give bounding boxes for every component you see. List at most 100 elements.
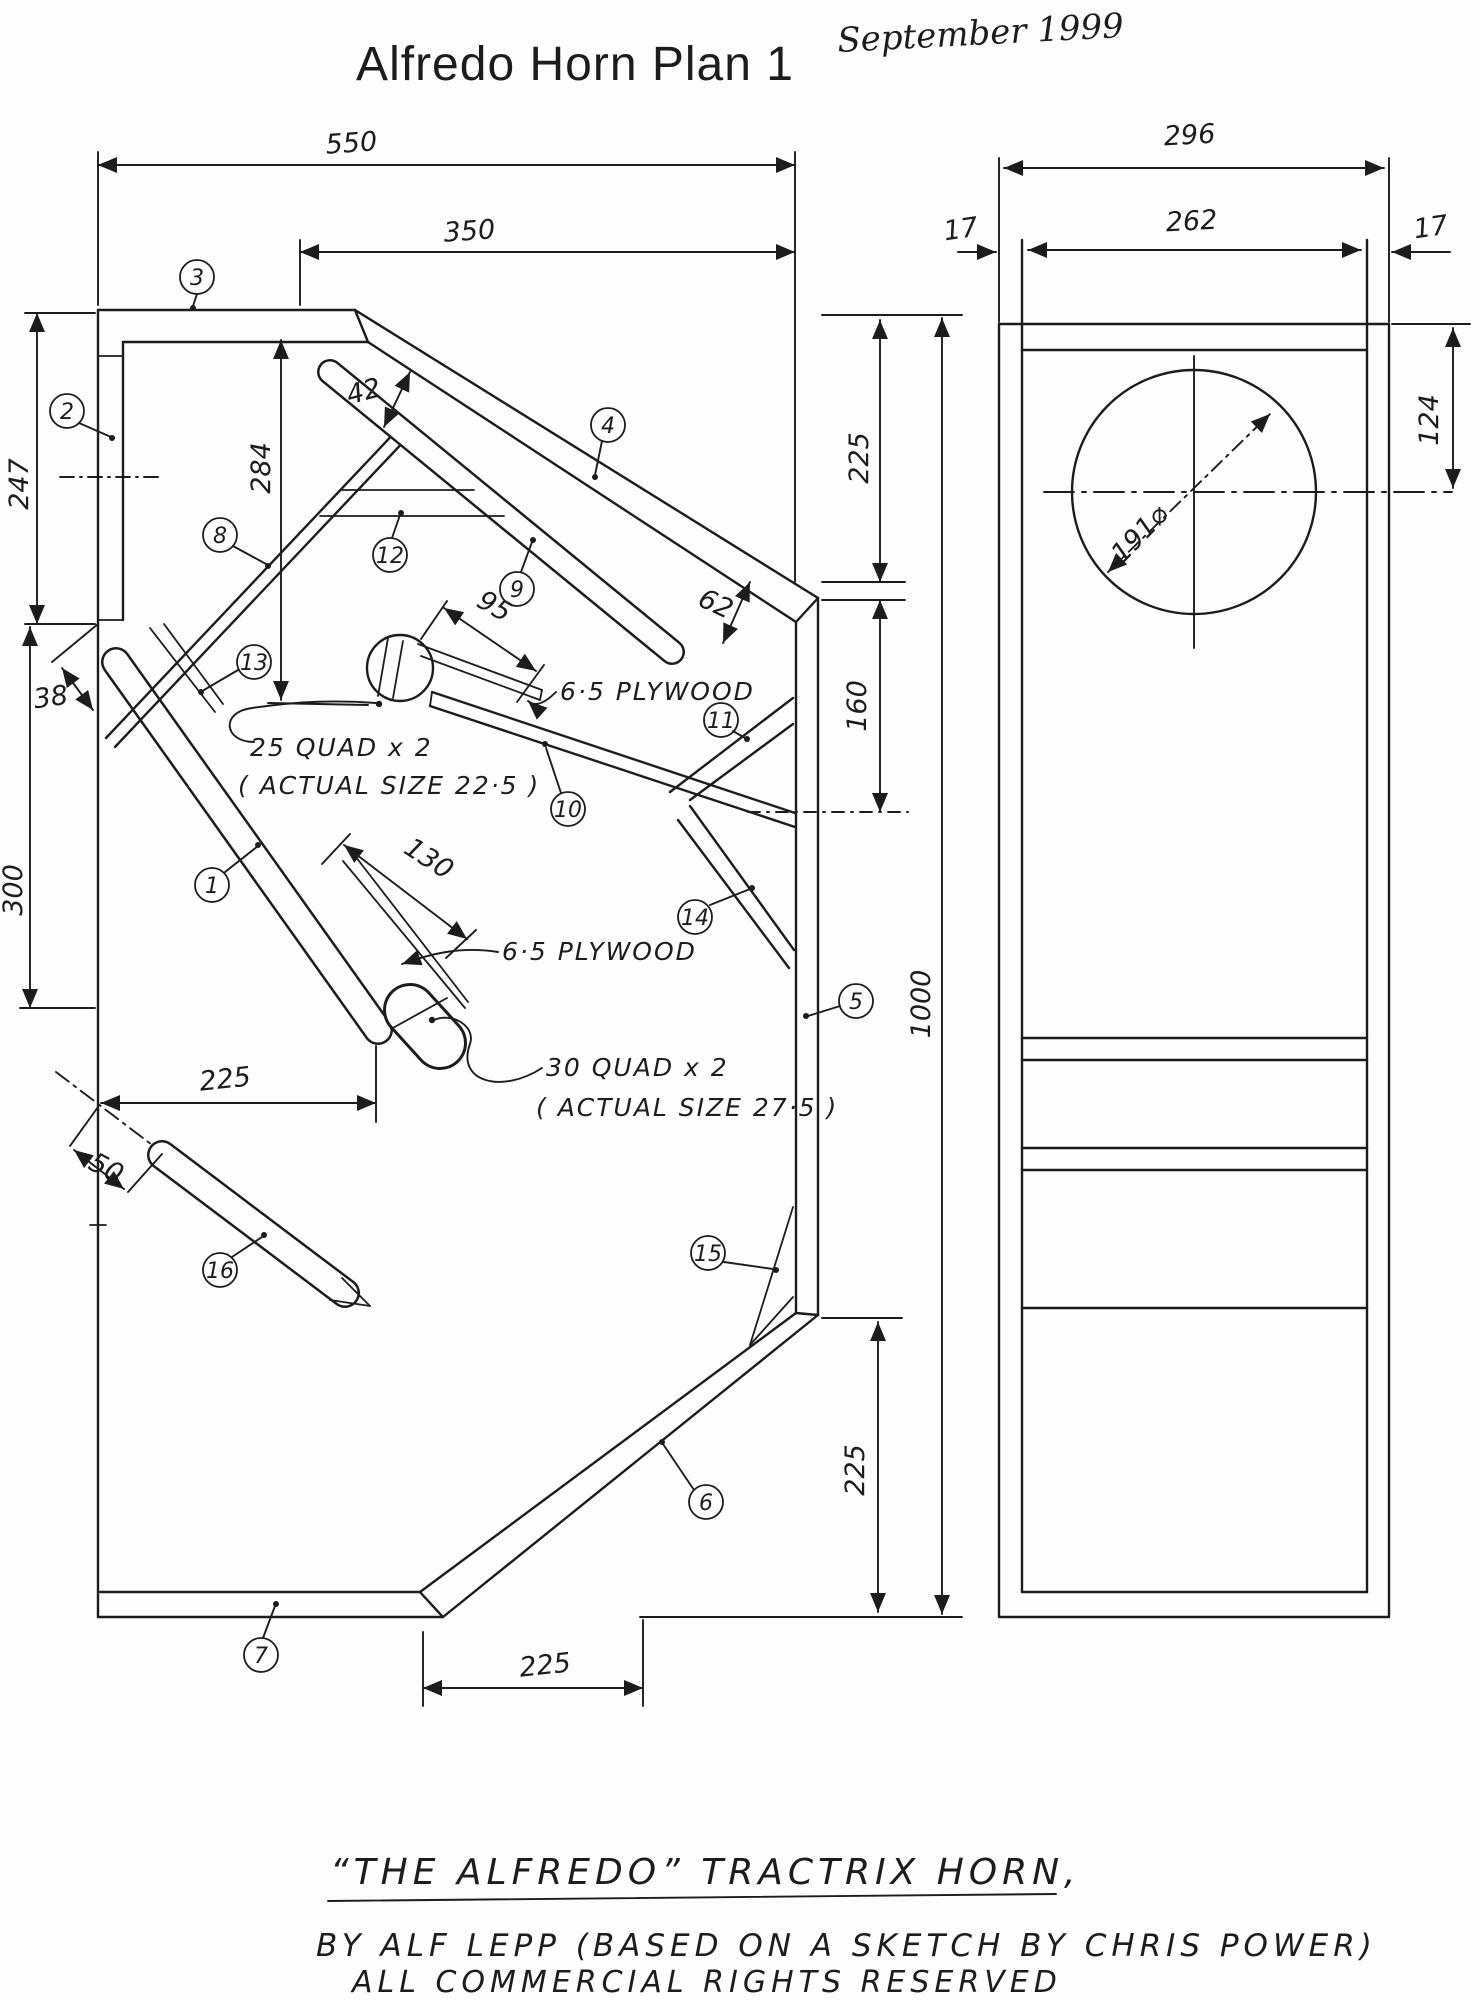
dim-38: 38	[32, 623, 99, 715]
panel-10-cap	[429, 691, 433, 707]
part-badge-14: 14	[677, 885, 755, 935]
note-quad30-line2: ( ACTUAL SIZE 27·5 )	[536, 1093, 838, 1122]
svg-text:284: 284	[246, 442, 277, 494]
quad-25-divider-2	[392, 640, 404, 699]
panel-1-core	[103, 649, 391, 1043]
svg-text:62: 62	[693, 583, 737, 626]
svg-text:247: 247	[4, 458, 35, 510]
dim-160: 160	[747, 599, 909, 813]
part-badge-8: 8	[202, 517, 271, 569]
panel-13-edge-1	[149, 627, 216, 713]
svg-text:130: 130	[399, 832, 459, 886]
svg-text:225: 225	[518, 1647, 573, 1683]
footer-line-2: BY ALF LEPP (BASED ON A SKETCH BY CHRIS …	[316, 1928, 1377, 1964]
panel-10-edge-1	[430, 690, 797, 815]
dim-550: 550	[97, 126, 796, 583]
dim-350: 350	[299, 214, 796, 306]
bottom-corner-joint	[418, 1590, 445, 1619]
driver-hole-diameter-line	[1107, 413, 1271, 573]
svg-text:3: 3	[190, 266, 204, 291]
quad-30-core	[386, 986, 464, 1067]
svg-text:124: 124	[1414, 394, 1445, 446]
footer-text: “THE ALFREDO” TRACTRIX HORN, BY ALF LEPP…	[316, 1852, 1377, 2000]
svg-text:2: 2	[60, 400, 74, 425]
svg-text:5: 5	[849, 990, 863, 1015]
note-quad30-line1: 30 QUAD x 2	[546, 1053, 729, 1082]
dim-262: 262	[1027, 205, 1362, 258]
part-badge-16: 16	[202, 1232, 267, 1288]
svg-text:10: 10	[554, 798, 582, 823]
panel-14-edge-1	[688, 804, 796, 952]
svg-text:13: 13	[240, 651, 268, 676]
part-badge-10: 10	[542, 741, 586, 827]
dim-296: 296	[998, 119, 1390, 323]
quad-30-divider	[390, 997, 448, 1030]
dim-17-left: 17	[942, 212, 997, 260]
svg-text:4: 4	[601, 414, 615, 439]
svg-text:17: 17	[1412, 210, 1450, 245]
part-badge-3: 3	[179, 259, 215, 311]
dim-225-mouth: 225	[100, 1045, 377, 1123]
svg-text:8: 8	[213, 524, 227, 549]
part-badge-7: 7	[243, 1601, 279, 1673]
svg-text:262: 262	[1165, 205, 1218, 239]
svg-text:550: 550	[325, 126, 379, 161]
panel-14-edge-2	[676, 818, 791, 970]
panel-16-core	[149, 1142, 358, 1306]
svg-text:17: 17	[942, 212, 980, 247]
part-badge-15: 15	[690, 1235, 779, 1273]
part-badge-1: 1	[194, 842, 261, 903]
note-plywood-lower: 6·5 PLYWOOD	[502, 937, 697, 966]
note-plywood-upper: 6·5 PLYWOOD	[560, 677, 755, 706]
svg-text:1: 1	[205, 874, 219, 899]
bottom-diagonal-inner	[418, 1311, 798, 1594]
svg-text:38: 38	[32, 680, 70, 715]
svg-text:11: 11	[707, 709, 735, 734]
part-badge-13: 13	[198, 644, 272, 695]
footer-line-3: ALL COMMERCIAL RIGHTS RESERVED	[350, 1965, 1062, 2000]
part-badge-12: 12	[372, 510, 408, 573]
note-plywood-upper-leader	[527, 691, 557, 720]
panel-8-edge-1	[104, 426, 401, 740]
date-annotation: September 1999	[836, 6, 1124, 61]
dim-1000: 1000	[639, 317, 963, 1618]
dim-124: 124	[1391, 323, 1471, 489]
front-outline	[997, 322, 1391, 1619]
part-badge-2: 2	[49, 393, 115, 441]
svg-text:9: 9	[510, 578, 524, 603]
dim-hole-dia: 191⌀	[1105, 498, 1175, 569]
throat-ply-cap	[539, 689, 543, 701]
dim-225-bottom: 225	[422, 1619, 644, 1707]
panel-15-edge-2	[749, 1296, 794, 1346]
panel-16-tip-1	[341, 1277, 371, 1307]
part-badge-9: 9	[499, 537, 536, 607]
knee-joint-top	[794, 596, 820, 624]
svg-text:7: 7	[254, 1644, 268, 1669]
note-quad30-dot	[428, 1016, 436, 1024]
svg-text:14: 14	[681, 906, 709, 931]
svg-text:225: 225	[198, 1061, 253, 1097]
svg-text:15: 15	[694, 1242, 722, 1267]
knee-joint-bottom	[794, 1311, 820, 1317]
dim-17-right: 17	[1391, 210, 1451, 260]
plan-view-notes: 6·5 PLYWOOD 25 QUAD x 2 ( ACTUAL SIZE 22…	[228, 677, 838, 1122]
svg-text:296: 296	[1163, 119, 1216, 153]
page-title: Alfredo Horn Plan 1	[356, 38, 794, 91]
dim-62: 62	[693, 581, 751, 644]
note-plywood-lower-leader	[401, 949, 499, 966]
svg-text:12: 12	[376, 544, 404, 569]
part-badges: 1 2 3 4 5 6 7	[49, 259, 874, 1673]
bottom-diagonal-outer	[441, 1313, 820, 1619]
part-badge-11: 11	[703, 702, 750, 742]
svg-text:16: 16	[206, 1259, 234, 1284]
note-quad30-leader	[433, 1016, 543, 1083]
note-quad25-line2: ( ACTUAL SIZE 22·5 )	[238, 771, 540, 800]
note-quad25-leader	[228, 700, 377, 743]
plan-view-dimensions: 550 350 247 300 38 284	[0, 126, 963, 1707]
quad-25-divider-1	[377, 637, 389, 697]
dim-300: 300	[0, 626, 96, 1009]
top-corner-joint	[353, 308, 370, 344]
svg-text:225: 225	[840, 1444, 871, 1496]
quad-25-outline	[365, 633, 435, 703]
